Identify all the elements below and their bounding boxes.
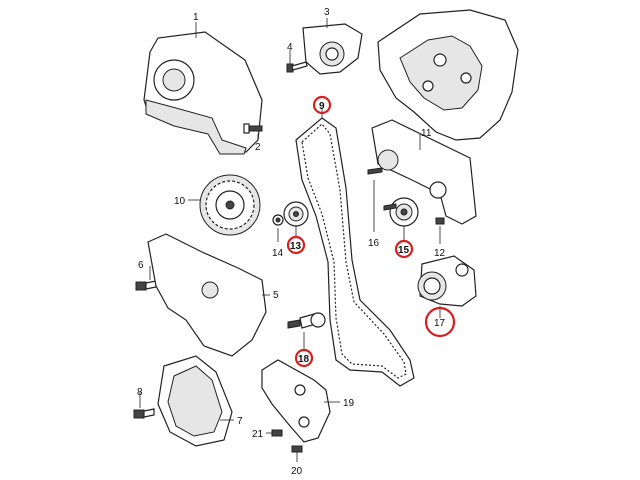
camshaft-sprocket[interactable] [188, 174, 261, 236]
bolt-part-2[interactable] [243, 123, 263, 140]
bolt-part-4[interactable] [286, 50, 308, 73]
engine-bracket[interactable] [261, 359, 340, 443]
bolt-lower-left[interactable] [133, 392, 155, 419]
label-part-14: 14 [272, 248, 284, 259]
label-part-16: 16 [368, 238, 380, 249]
label-part-12: 12 [434, 248, 446, 259]
bolt-part-16[interactable] [367, 167, 383, 232]
label-part-4: 4 [287, 42, 293, 53]
tensioner-plate[interactable] [371, 119, 477, 225]
label-part-5: 5 [273, 290, 279, 301]
label-part-3: 3 [324, 7, 330, 18]
label-part-15: 15 [398, 245, 410, 256]
bolt-part-12[interactable] [435, 217, 445, 244]
label-part-1: 1 [193, 12, 199, 23]
label-part-7: 7 [237, 416, 243, 427]
label-part-21: 21 [252, 429, 264, 440]
bolt-part-21[interactable] [266, 429, 283, 437]
label-part-13: 13 [290, 241, 302, 252]
label-part-19: 19 [343, 398, 355, 409]
nut-part-14[interactable] [272, 214, 284, 242]
rear-timing-cover[interactable] [302, 18, 363, 75]
label-part-17: 17 [434, 318, 446, 329]
highlight-ring-9 [312, 95, 332, 115]
label-part-8: 8 [137, 387, 143, 398]
water-pump[interactable] [417, 255, 477, 318]
idler-roller-part-13[interactable] [283, 201, 309, 236]
label-part-6: 6 [138, 260, 144, 271]
label-part-18: 18 [298, 354, 310, 365]
label-part-2: 2 [255, 142, 261, 153]
upper-timing-cover[interactable] [143, 22, 263, 155]
bolt-part-20[interactable] [291, 445, 303, 462]
highlight-ring-13 [286, 235, 306, 255]
backplate[interactable] [157, 355, 234, 447]
label-part-9: 9 [319, 101, 325, 112]
label-part-20: 20 [291, 466, 303, 477]
label-part-10: 10 [174, 196, 186, 207]
highlight-ring-18 [294, 348, 314, 368]
highlight-ring-15 [394, 239, 414, 259]
label-part-11: 11 [421, 128, 432, 139]
bolt-part-8[interactable] [287, 312, 326, 350]
lower-timing-cover[interactable] [147, 233, 270, 357]
highlight-ring-17 [424, 306, 456, 338]
engine-block [377, 9, 519, 141]
tensioner-pulley[interactable] [383, 197, 419, 240]
